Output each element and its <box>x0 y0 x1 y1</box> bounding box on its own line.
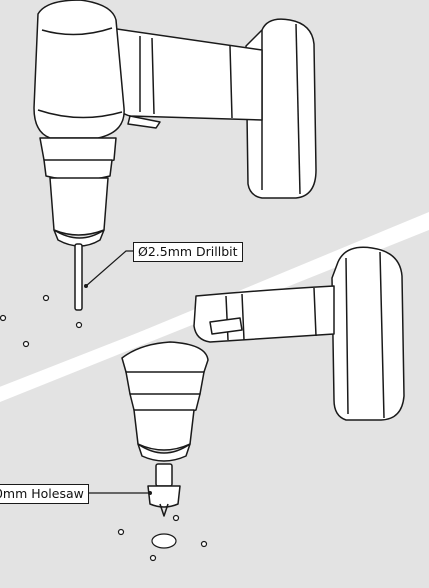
drillbit-leader-line <box>85 250 133 287</box>
drillbit-callout-label: Ø2.5mm Drillbit <box>133 242 243 262</box>
holesaw-target-circle <box>151 533 177 549</box>
battery-pack-bottom <box>331 246 405 421</box>
holesaw-arbor <box>155 463 173 487</box>
holesaw-cup <box>147 485 181 508</box>
drill-body-top <box>33 0 125 139</box>
drill-bit <box>74 243 83 311</box>
drill-chuck-top <box>49 177 109 236</box>
drill-chuck-bottom <box>133 409 195 451</box>
drill-top <box>33 0 317 247</box>
drill-bottom <box>121 246 405 517</box>
holesaw-callout-label: .0mm Holesaw <box>0 484 89 504</box>
reference-holes-top <box>0 294 83 348</box>
reference-holes-bottom <box>117 514 208 562</box>
